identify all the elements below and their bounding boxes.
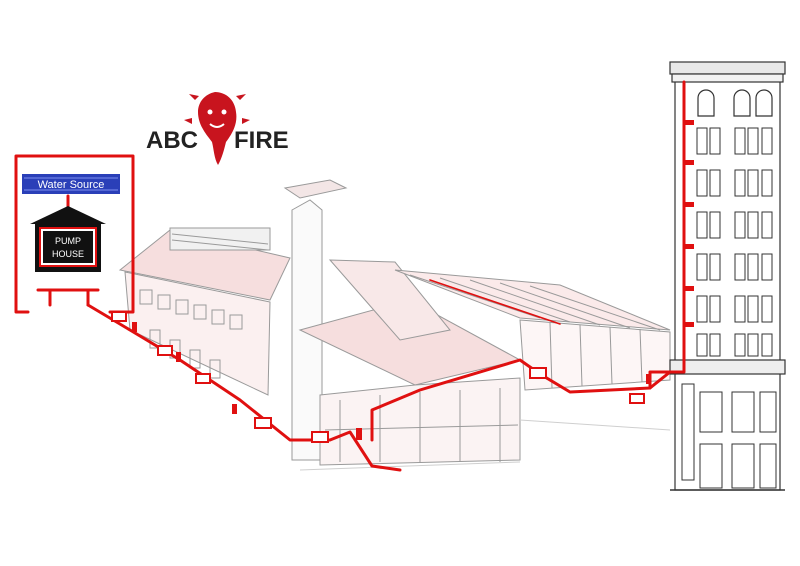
water-source-tank: [22, 174, 120, 194]
hose-cabinets: [111, 311, 645, 443]
riser-sprinklers: [684, 120, 694, 327]
sprinkler-head-icon: [684, 120, 694, 125]
pump-label-line1: PUMP: [55, 236, 81, 246]
sprinkler-head-icon: [684, 160, 694, 165]
hose-cabinet-icon: [529, 367, 547, 379]
extinguishers: [132, 322, 651, 440]
warehouse-windows: [139, 289, 243, 379]
pump-house-roof: [30, 206, 106, 224]
sprinkler-head-icon: [684, 202, 694, 207]
fire-extinguisher-icon: [232, 404, 237, 414]
sprinkler-head-icon: [684, 322, 694, 327]
pipe-network: [14, 80, 686, 472]
arched-windows: [697, 89, 773, 117]
fire-extinguisher-icon: [646, 374, 651, 384]
storefront: [681, 383, 777, 489]
window-grid: [696, 127, 773, 357]
warehouse-roof: [118, 229, 291, 301]
hose-cabinet-icon: [254, 417, 272, 429]
tower-base-band: [669, 359, 786, 375]
brand-left: ABC: [146, 127, 198, 154]
pipe-truss-lines: [429, 279, 561, 325]
truss-roof: [394, 269, 671, 331]
fire-extinguisher-icon: [356, 428, 362, 440]
hose-cabinet-icon: [195, 373, 211, 384]
water-source-label: Water Source: [38, 179, 105, 191]
tall-building: [669, 61, 786, 491]
brand-right: FIRE: [234, 127, 289, 154]
truss-wall: [519, 319, 671, 391]
pipe-supply-loop: [14, 154, 135, 314]
lion-head-icon: [184, 92, 250, 165]
tower-cornice: [669, 61, 786, 75]
pump-label-line2: HOUSE: [52, 249, 84, 259]
hose-cabinet-icon: [111, 311, 127, 322]
fire-extinguisher-icon: [176, 352, 181, 362]
fire-extinguisher-icon: [132, 322, 137, 332]
sprinkler-head-icon: [684, 244, 694, 249]
hose-cabinet-icon: [629, 393, 645, 404]
chimney-cap: [283, 179, 348, 199]
hose-cabinet-icon: [311, 431, 329, 443]
brand-logo: ABC FIRE: [146, 92, 289, 165]
sketch-buildings: [118, 179, 671, 471]
connector-roof: [328, 259, 451, 341]
water-source: Water Source: [22, 174, 120, 194]
pump-house: PUMP HOUSE: [30, 206, 106, 272]
sprinkler-head-icon: [684, 286, 694, 291]
hose-cabinet-icon: [157, 345, 173, 356]
truss-lines: [409, 274, 661, 331]
pipe-main-run: [86, 303, 402, 472]
